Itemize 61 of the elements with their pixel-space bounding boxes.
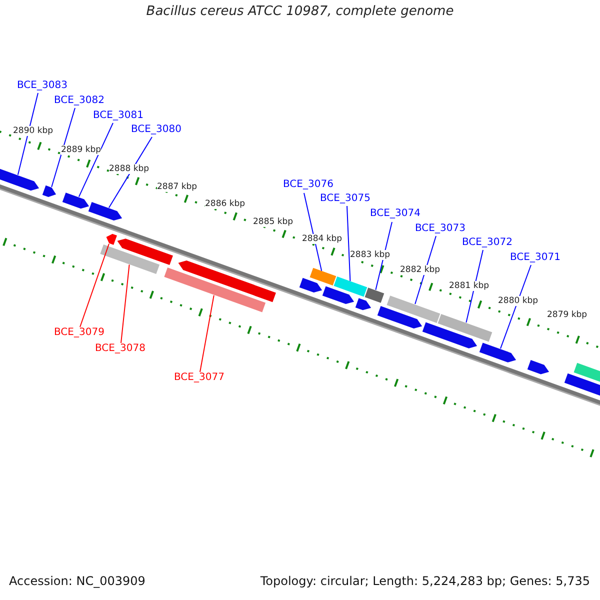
leader-line: [375, 222, 392, 290]
scale-label: 2883 kbp: [350, 250, 390, 260]
gene-label: BCE_3074: [370, 208, 420, 219]
genome-info-text: Topology: circular; Length: 5,224,283 bp; Genes: 5,735: [260, 574, 590, 588]
gene-feature: [377, 306, 422, 329]
scale-label: 2887 kbp: [157, 182, 198, 192]
leader-line: [200, 294, 214, 372]
scale-label: 2884 kbp: [302, 234, 342, 244]
scale-label: 2885 kbp: [253, 217, 294, 227]
gene-feature: [106, 234, 117, 245]
gene-feature: [117, 238, 173, 266]
gene-feature: [88, 202, 122, 221]
gene-bar: [438, 314, 492, 342]
gene-label: BCE_3080: [131, 124, 182, 135]
gene-label: BCE_3082: [54, 95, 104, 106]
leader-line: [120, 264, 130, 344]
gene-label: BCE_3073: [415, 223, 466, 234]
title: Bacillus cereus ATCC 10987, complete genome: [145, 4, 455, 19]
leader-line: [500, 264, 532, 350]
accession-text: Accession: NC_003909: [9, 574, 146, 588]
scale-label: 2889 kbp: [61, 145, 102, 155]
gene-label: BCE_3072: [462, 237, 512, 248]
leader-line: [78, 122, 114, 198]
gene-feature: [178, 260, 276, 302]
gene-label: BCE_3078: [95, 343, 146, 354]
gene-bar: [310, 268, 336, 286]
gene-bar: [164, 268, 266, 312]
gene-feature: [42, 185, 56, 197]
gene-label: BCE_3076: [283, 179, 334, 190]
gene-feature: [322, 286, 354, 304]
gene-feature: [479, 342, 516, 362]
scale-label: 2881 kbp: [449, 281, 490, 291]
leader-line: [51, 108, 76, 188]
leader-line: [466, 250, 484, 323]
gene-label: BCE_3083: [17, 80, 68, 91]
scale-label: 2886 kbp: [205, 199, 246, 209]
scale-label: 2880 kbp: [498, 296, 538, 306]
gene-feature: [422, 322, 478, 348]
leader-line: [304, 192, 322, 272]
gene-label: BCE_3081: [93, 110, 144, 121]
gene-bar: [100, 244, 160, 274]
gene-label: BCE_3079: [54, 327, 104, 338]
scale-label: 2890 kbp: [13, 126, 54, 136]
gene-label: BCE_3071: [510, 252, 560, 263]
leader-line: [414, 236, 436, 304]
gene-bar: [334, 276, 368, 297]
gene-label: BCE_3077: [174, 372, 224, 383]
gene-feature: [299, 278, 322, 293]
gene-label: BCE_3075: [320, 193, 370, 204]
gene-feature: [355, 298, 372, 310]
scale-label: 2888 kbp: [109, 164, 150, 174]
leader-line: [346, 206, 351, 282]
gene-feature: [527, 360, 550, 374]
gene-bar: [364, 288, 384, 303]
leader-line: [80, 243, 110, 328]
scale-label: 2882 kbp: [400, 265, 440, 275]
gene-bar: [386, 296, 440, 323]
leader-line: [17, 92, 38, 176]
scale-label: 2879 kbp: [547, 310, 588, 320]
gene-feature: [62, 192, 90, 209]
gene-feature: [0, 167, 40, 191]
